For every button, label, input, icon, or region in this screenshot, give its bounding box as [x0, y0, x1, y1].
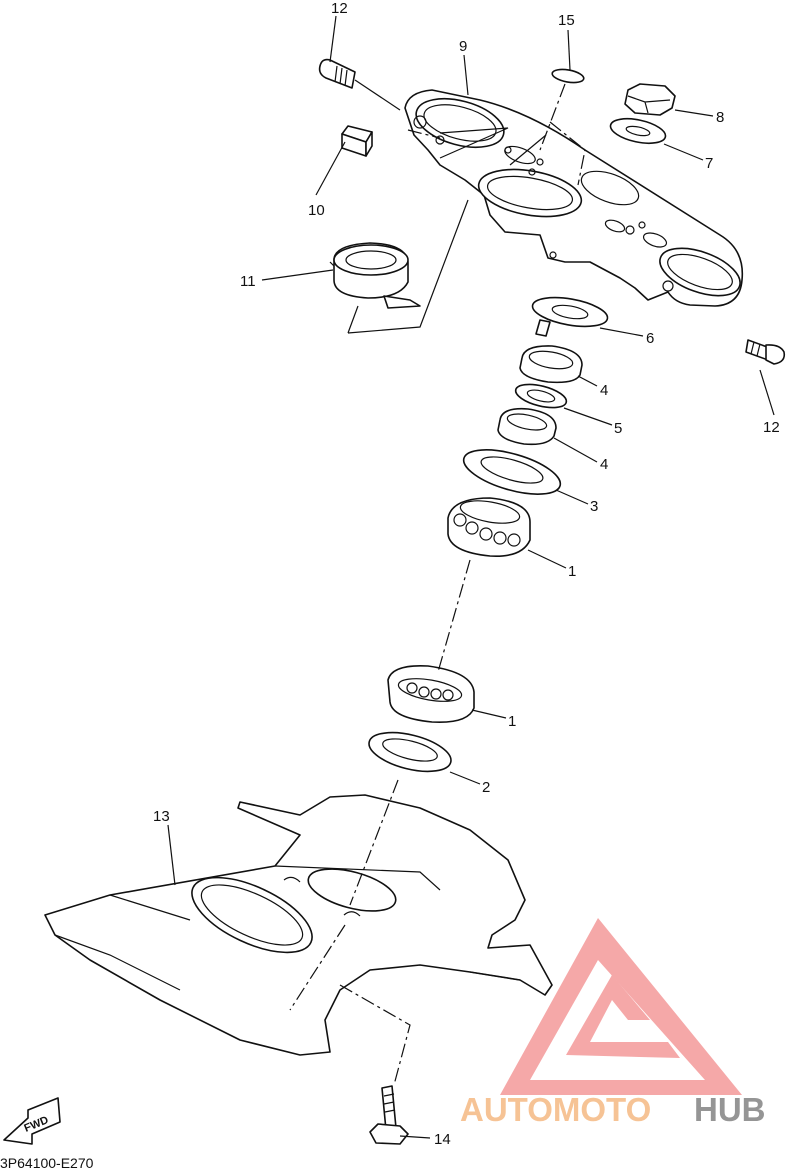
callout-12-lower: 12 [763, 419, 780, 436]
seal-6 [531, 296, 609, 337]
callout-12-upper: 12 [331, 0, 348, 17]
drawing-code: 3P64100-E270 [0, 1155, 94, 1171]
collar-11 [329, 242, 421, 309]
ring-nut-4-upper [519, 345, 583, 384]
bolt-12-upper [318, 58, 356, 89]
callout-15: 15 [558, 12, 575, 29]
watermark-text-a: AUTOMOTO [460, 1091, 651, 1128]
callout-10: 10 [308, 202, 325, 219]
callout-8: 8 [716, 109, 724, 126]
ring-nut-4-lower [497, 407, 557, 446]
callout-2: 2 [482, 779, 490, 796]
callout-14: 14 [434, 1131, 451, 1148]
bearing-1-lower [387, 664, 475, 724]
leader-lines [167, 15, 775, 1139]
bearing-1-upper [447, 497, 531, 557]
callout-7: 7 [705, 155, 713, 172]
fwd-arrow-icon: FWD [3, 1097, 61, 1145]
callout-13: 13 [153, 808, 170, 825]
callout-1-lower: 1 [508, 713, 516, 730]
lower-bracket [44, 794, 553, 1056]
cap-10 [341, 125, 373, 157]
upper-bracket [404, 89, 744, 307]
lock-washer-5 [514, 383, 568, 409]
watermark-text-b: HUB [694, 1091, 766, 1128]
callout-4-lower: 4 [600, 456, 608, 473]
washer-7 [609, 117, 667, 145]
callout-9: 9 [459, 38, 467, 55]
callout-5: 5 [614, 420, 622, 437]
watermark-logo [500, 918, 742, 1095]
bolt-14 [369, 1085, 409, 1145]
nut-8 [624, 83, 676, 116]
bolt-12-lower [745, 339, 786, 365]
callout-11: 11 [240, 273, 256, 290]
assembly-bracket-line [347, 199, 469, 334]
washer-15 [551, 68, 585, 84]
callout-labels: 12 9 15 8 7 10 11 6 12 4 5 4 3 1 1 2 13 … [153, 0, 780, 1148]
callout-6: 6 [646, 330, 654, 347]
callout-1-upper: 1 [568, 563, 576, 580]
callout-3: 3 [590, 498, 598, 515]
callout-4-upper: 4 [600, 382, 608, 399]
seal-2 [368, 731, 452, 773]
dust-cover-3 [462, 449, 562, 495]
watermark-text: AUTOMOTO HUB [460, 1091, 766, 1128]
